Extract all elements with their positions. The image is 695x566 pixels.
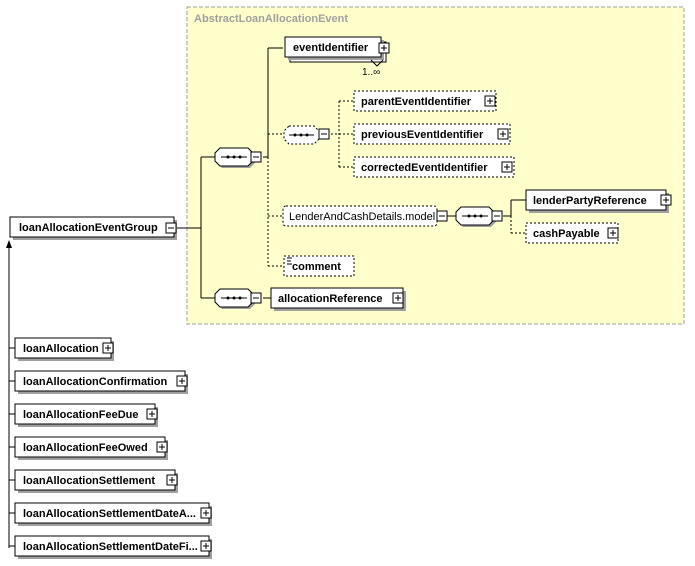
lender-party-reference-label: lenderPartyReference <box>533 195 647 207</box>
derived-type-label: loanAllocationFeeOwed <box>23 442 148 454</box>
element-cash-payable[interactable]: cashPayable <box>525 222 619 244</box>
cash-payable-label: cashPayable <box>533 228 600 240</box>
element-corrected-event-identifier[interactable]: correctedEventIdentifier <box>353 156 515 178</box>
derived-type-label: loanAllocationConfirmation <box>23 376 168 388</box>
lender-sequence-compositor[interactable] <box>455 206 503 227</box>
expand-icon[interactable] <box>497 128 509 140</box>
derived-type-node[interactable]: loanAllocationSettlement <box>9 469 178 493</box>
main-element-node[interactable]: loanAllocationEventGroup <box>9 216 177 240</box>
expand-icon[interactable] <box>200 540 212 552</box>
event-identifier-label: eventIdentifier <box>293 42 369 54</box>
expand-icon[interactable] <box>102 342 114 354</box>
derived-type-label: loanAllocationSettlementDateA... <box>23 508 196 520</box>
expand-icon[interactable] <box>501 161 513 173</box>
element-previous-event-identifier[interactable]: previousEventIdentifier <box>353 123 511 145</box>
derived-type-node[interactable]: loanAllocationFeeOwed <box>9 436 168 460</box>
collapse-icon[interactable] <box>165 222 177 234</box>
derived-type-label: loanAllocationFeeDue <box>23 409 139 421</box>
connectors <box>6 47 526 548</box>
corrected-event-identifier-label: correctedEventIdentifier <box>361 162 488 174</box>
element-lender-party-reference[interactable]: lenderPartyReference <box>525 189 672 213</box>
allocation-reference-label: allocationReference <box>278 293 383 305</box>
derived-type-node[interactable]: loanAllocation <box>9 337 114 361</box>
expand-icon[interactable] <box>146 408 158 420</box>
comment-label: comment <box>292 261 341 273</box>
expand-icon[interactable] <box>156 441 168 453</box>
event-identifier-multiplicity: 1..∞ <box>362 67 380 78</box>
identifier-choice-compositor[interactable] <box>283 125 330 145</box>
bottom-sequence-compositor[interactable] <box>214 288 262 309</box>
expand-icon[interactable] <box>378 42 390 54</box>
derived-type-node[interactable]: loanAllocationFeeDue <box>9 403 158 427</box>
parent-event-identifier-label: parentEventIdentifier <box>361 96 472 108</box>
derived-types-list: loanAllocation loanAllocationConfirmation… <box>9 337 212 559</box>
derived-type-label: loanAllocationSettlement <box>23 475 155 487</box>
expand-icon[interactable] <box>660 194 672 206</box>
derived-type-node[interactable]: loanAllocationSettlementDateFi... <box>9 535 212 559</box>
choice-collapse-icon[interactable] <box>318 128 330 140</box>
element-event-identifier[interactable]: eventIdentifier 1..∞ <box>284 36 390 78</box>
expand-icon[interactable] <box>607 227 619 239</box>
element-allocation-reference[interactable]: allocationReference <box>270 287 406 311</box>
element-comment[interactable]: comment <box>283 255 355 277</box>
lender-cash-details-label: LenderAndCashDetails.model <box>289 211 435 223</box>
expand-icon[interactable] <box>166 474 178 486</box>
expand-icon[interactable] <box>484 95 496 107</box>
root-sequence-compositor[interactable] <box>214 147 262 168</box>
sequence-collapse-icon[interactable] <box>250 292 262 304</box>
previous-event-identifier-label: previousEventIdentifier <box>361 129 484 141</box>
abstract-group-title: AbstractLoanAllocationEvent <box>194 13 348 25</box>
sequence-collapse-icon[interactable] <box>250 151 262 163</box>
model-group-lender-cash-details[interactable]: LenderAndCashDetails.model <box>282 205 448 227</box>
text-content-icon <box>287 257 292 265</box>
expand-icon[interactable] <box>392 292 404 304</box>
derived-type-label: loanAllocationSettlementDateFi... <box>23 541 198 553</box>
main-element-label: loanAllocationEventGroup <box>19 222 158 234</box>
element-parent-event-identifier[interactable]: parentEventIdentifier <box>353 90 497 112</box>
derived-type-node[interactable]: loanAllocationSettlementDateA... <box>9 502 212 526</box>
derived-type-label: loanAllocation <box>23 343 99 355</box>
sequence-collapse-icon[interactable] <box>491 210 503 222</box>
model-collapse-icon[interactable] <box>436 210 448 222</box>
derived-type-node[interactable]: loanAllocationConfirmation <box>9 370 188 394</box>
expand-icon[interactable] <box>176 375 188 387</box>
expand-icon[interactable] <box>200 507 212 519</box>
